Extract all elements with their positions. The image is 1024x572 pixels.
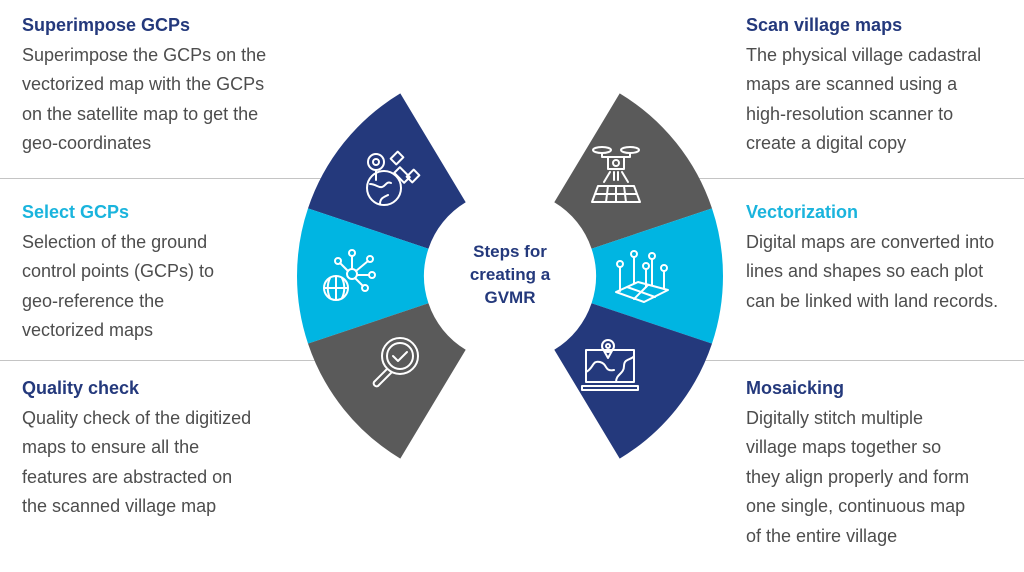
segment-quality-check xyxy=(308,303,466,459)
step-title: Quality check xyxy=(22,378,140,398)
step-description-line: village maps together so xyxy=(746,437,942,458)
center-title-line: creating a xyxy=(469,265,551,284)
divider-right-bottom xyxy=(688,360,1024,361)
segment-scan-village-maps xyxy=(554,93,712,249)
step-description-line: high-resolution scanner to xyxy=(746,103,954,124)
step-description-line: create a digital copy xyxy=(746,133,907,154)
step-description-line: Selection of the ground xyxy=(22,231,208,252)
step-quality-check: Quality check Quality check of the digit… xyxy=(22,374,322,522)
center-title: Steps for creating a GVMR xyxy=(440,240,580,309)
step-description-line: maps are scanned using a xyxy=(746,74,958,95)
satellite-globe-pin-icon xyxy=(358,148,422,212)
magnifier-check-icon xyxy=(362,330,426,394)
step-description-line: geo-reference the xyxy=(22,290,165,311)
step-mosaicking: Mosaicking Digitally stitch multiple vil… xyxy=(746,374,1024,552)
step-title: Superimpose GCPs xyxy=(22,15,191,35)
step-description-line: Digitally stitch multiple xyxy=(746,407,924,428)
step-description-line: features are abstracted on xyxy=(22,466,233,487)
step-description-line: the scanned village map xyxy=(22,496,217,517)
divider-left-top xyxy=(0,178,335,179)
step-title: Vectorization xyxy=(746,202,859,222)
step-description-line: maps to ensure all the xyxy=(22,437,200,458)
step-description-line: they align properly and form xyxy=(746,466,970,487)
step-vectorization: Vectorization Digital maps are converted… xyxy=(746,198,1024,316)
step-description-line: can be linked with land records. xyxy=(746,290,999,311)
step-description-line: on the satellite map to get the xyxy=(22,103,259,124)
segment-select-gcps xyxy=(296,208,429,344)
network-globe-icon xyxy=(318,244,382,308)
step-title: Mosaicking xyxy=(746,378,845,398)
step-description-line: control points (GCPs) to xyxy=(22,261,215,282)
step-title: Scan village maps xyxy=(746,15,903,35)
divider-left-bottom xyxy=(0,360,335,361)
step-description-line: geo-coordinates xyxy=(22,133,152,154)
step-description-line: The physical village cadastral xyxy=(746,44,982,65)
step-description-line: Superimpose the GCPs on the xyxy=(22,44,267,65)
step-description-line: vectorized maps xyxy=(22,320,154,341)
step-description-line: Quality check of the digitized xyxy=(22,407,252,428)
step-title: Select GCPs xyxy=(22,202,130,222)
center-title-line: Steps for xyxy=(473,242,547,261)
step-select-gcps: Select GCPs Selection of the ground cont… xyxy=(22,198,322,346)
step-description-line: of the entire village xyxy=(746,525,898,546)
laptop-map-icon xyxy=(578,334,642,398)
drone-scanner-icon xyxy=(584,144,648,208)
step-description-line: lines and shapes so each plot xyxy=(746,261,984,282)
grid-pins-icon xyxy=(610,244,674,308)
segment-vectorization xyxy=(591,208,723,344)
step-scan-village-maps: Scan village maps The physical village c… xyxy=(746,11,1024,159)
step-description-line: vectorized map with the GCPs xyxy=(22,74,265,95)
step-description-line: one single, continuous map xyxy=(746,496,966,517)
step-description-line: Digital maps are converted into xyxy=(746,231,995,252)
step-superimpose-gcps: Superimpose GCPs Superimpose the GCPs on… xyxy=(22,11,322,159)
center-title-line: GVMR xyxy=(484,288,536,307)
divider-right-top xyxy=(688,178,1024,179)
